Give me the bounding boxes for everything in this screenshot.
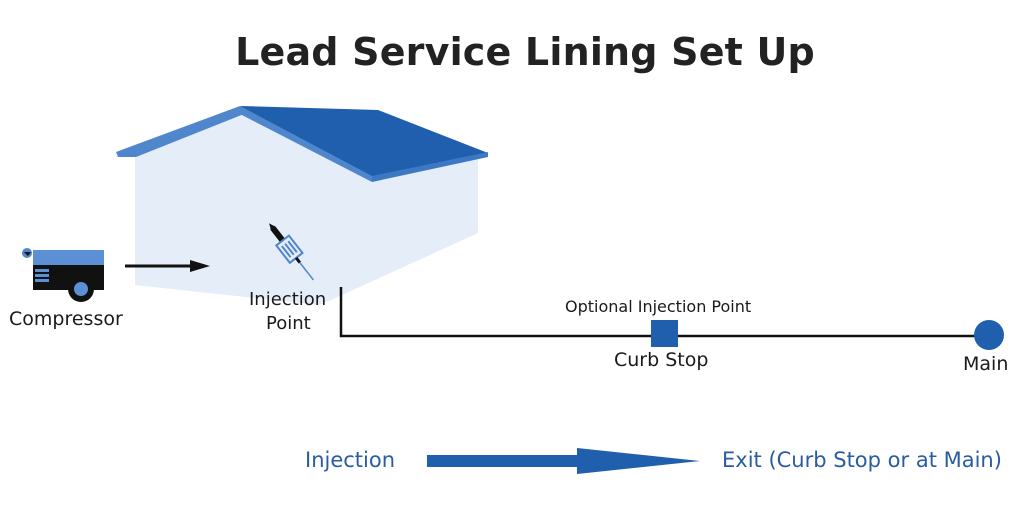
house-roof-right <box>240 106 488 180</box>
curb-stop-label: Curb Stop <box>614 349 709 371</box>
house <box>116 106 488 305</box>
compressor-label: Compressor <box>9 308 123 330</box>
flow-arrow <box>427 448 700 474</box>
injection-point-label-line2: Point <box>266 313 311 334</box>
house-roof-left-edge <box>116 106 244 157</box>
optional-injection-point-label: Optional Injection Point <box>565 297 752 316</box>
legend-end-label: Exit (Curb Stop or at Main) <box>722 448 1002 472</box>
main-marker <box>974 320 1004 350</box>
compressor-arrow <box>125 260 210 272</box>
main-label: Main <box>963 353 1009 375</box>
house-roof-front-edge <box>372 152 488 182</box>
page-title: Lead Service Lining Set Up <box>235 30 815 74</box>
injection-point-label-line1: Injection <box>249 289 327 310</box>
curb-stop-marker <box>651 320 678 347</box>
compressor-icon <box>22 248 104 302</box>
service-pipe <box>339 287 990 338</box>
house-roof-ridge-edge <box>240 106 372 182</box>
house-wall <box>135 112 478 305</box>
injection-device-icon <box>269 223 314 281</box>
legend-start-label: Injection <box>305 448 396 472</box>
